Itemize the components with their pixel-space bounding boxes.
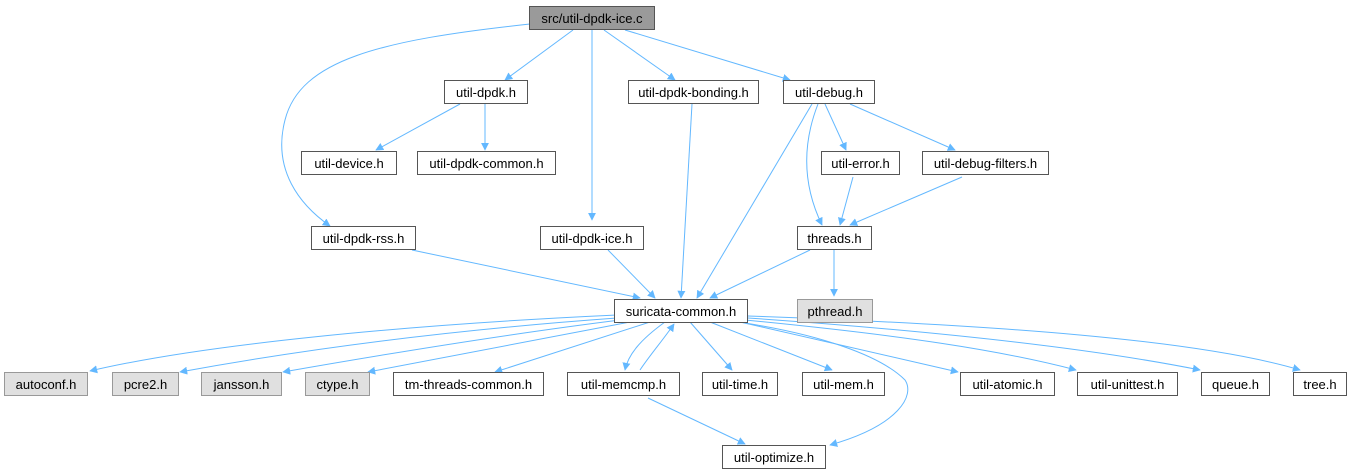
edge-threads-suricata-common <box>709 249 811 299</box>
graph-node-threads[interactable]: threads.h <box>797 226 872 250</box>
edge-filters-threads <box>849 176 963 226</box>
graph-node-root-file[interactable]: src/util-dpdk-ice.c <box>529 6 655 30</box>
graph-node-tree[interactable]: tree.h <box>1293 372 1347 396</box>
edge-error-threads <box>838 176 854 226</box>
graph-node-jansson: jansson.h <box>201 372 282 396</box>
graph-node-util-dpdk-common[interactable]: util-dpdk-common.h <box>417 151 556 175</box>
graph-node-queue[interactable]: queue.h <box>1201 372 1270 396</box>
edge-util-dpdk-device <box>375 103 461 151</box>
graph-node-ctype: ctype.h <box>305 372 370 396</box>
edge-sc-util-unittest <box>744 319 1077 373</box>
graph-node-util-time[interactable]: util-time.h <box>702 372 778 396</box>
graph-node-util-unittest[interactable]: util-unittest.h <box>1077 372 1178 396</box>
edge-sc-jansson <box>282 319 621 375</box>
graph-node-util-device[interactable]: util-device.h <box>301 151 397 175</box>
edge-sc-tm-threads-common <box>494 321 651 374</box>
graph-node-util-dpdk-ice[interactable]: util-dpdk-ice.h <box>540 226 644 250</box>
edge-debug-suricata-common <box>696 103 813 299</box>
graph-node-autoconf: autoconf.h <box>4 372 88 396</box>
edge-sc-queue <box>747 317 1201 373</box>
graph-node-suricata-common[interactable]: suricata-common.h <box>614 299 748 323</box>
edge-bonding-suricata-common <box>677 103 693 299</box>
edge-sc-util-atomic <box>739 321 959 375</box>
graph-node-util-mem[interactable]: util-mem.h <box>802 372 885 396</box>
edge-sc-autoconf <box>89 314 618 374</box>
graph-node-tm-threads-common[interactable]: tm-threads-common.h <box>393 372 544 396</box>
graph-node-util-memcmp[interactable]: util-memcmp.h <box>567 372 680 396</box>
edge-sc-ctype <box>367 321 631 375</box>
edge-debug-threads <box>806 103 823 226</box>
edge-debug-error <box>824 103 847 151</box>
edge-ice-suricata-common <box>607 249 656 299</box>
edge-rss-suricata-common <box>411 249 641 301</box>
graph-node-util-atomic[interactable]: util-atomic.h <box>960 372 1055 396</box>
graph-node-pthread: pthread.h <box>797 299 873 323</box>
edge-sc-util-time <box>689 321 733 371</box>
edge-root-util-debug <box>624 29 791 82</box>
graph-node-util-dpdk-bonding[interactable]: util-dpdk-bonding.h <box>628 80 759 104</box>
edge-sc-util-optimize <box>744 322 909 447</box>
edge-sc-pcre2 <box>179 317 618 375</box>
graph-node-util-dpdk-rss[interactable]: util-dpdk-rss.h <box>311 226 416 250</box>
graph-node-util-error[interactable]: util-error.h <box>821 151 900 175</box>
graph-node-util-debug-filters[interactable]: util-debug-filters.h <box>922 151 1049 175</box>
edge-debug-filters <box>849 103 956 151</box>
edge-sc-util-mem <box>709 321 833 372</box>
edge-root-util-dpdk <box>504 29 574 81</box>
graph-node-util-dpdk[interactable]: util-dpdk.h <box>444 80 528 104</box>
edge-sc-memcmp <box>622 321 666 371</box>
graph-node-util-debug[interactable]: util-debug.h <box>783 80 875 104</box>
edge-memcmp-sc <box>639 323 675 371</box>
edge-root-util-dpdk-rss <box>281 23 531 227</box>
edge-memcmp-util-optimize <box>647 397 746 445</box>
graph-node-util-optimize[interactable]: util-optimize.h <box>722 445 826 469</box>
graph-node-pcre2: pcre2.h <box>112 372 179 396</box>
edge-root-util-dpdk-ice <box>603 29 676 81</box>
